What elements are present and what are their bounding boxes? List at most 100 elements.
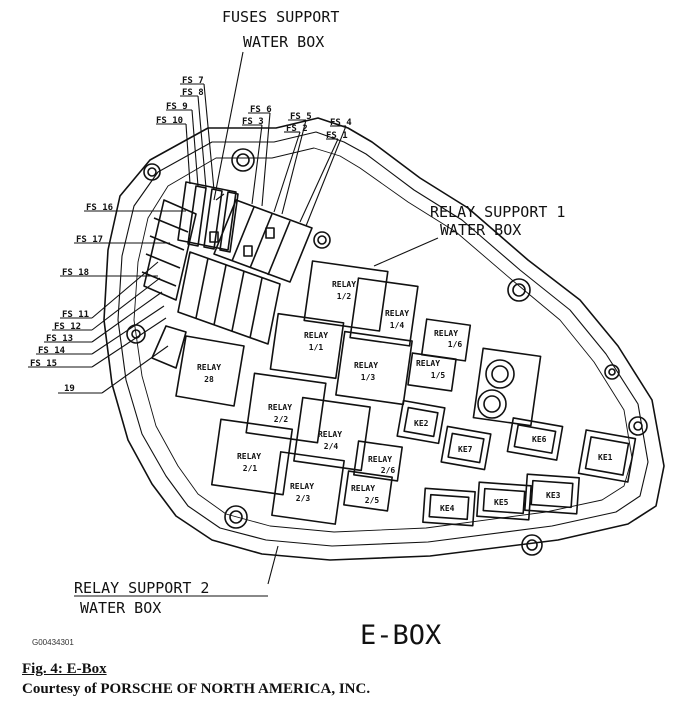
- fuse-label-fs7: FS 7: [182, 76, 204, 86]
- relay-support-1: [270, 261, 470, 404]
- relay-1-3-label: RELAY 1/3: [354, 361, 378, 382]
- mounting-hole-far-right: [629, 417, 647, 435]
- relay-2-1-label: RELAY 2/1: [237, 452, 261, 473]
- svg-text:RELAY: RELAY: [304, 331, 328, 340]
- svg-text:1/6: 1/6: [448, 340, 463, 349]
- svg-text:RELAY: RELAY: [197, 363, 221, 372]
- mounting-hole-bottom-left: [225, 506, 247, 528]
- drawing-code: G00434301: [32, 638, 74, 647]
- fuse-label-fs13: FS 13: [46, 334, 73, 344]
- svg-text:RELAY: RELAY: [354, 361, 378, 370]
- svg-text:RELAY: RELAY: [434, 329, 458, 338]
- fuse-label-fs10: FS 10: [156, 116, 183, 126]
- connector-ke4-body: [423, 488, 475, 525]
- fuse-label-fs12: FS 12: [54, 322, 81, 332]
- fuses-support-label-line1: FUSES SUPPORT: [222, 8, 339, 26]
- connector-ke6-body: [507, 418, 562, 460]
- svg-text:RELAY: RELAY: [351, 484, 375, 493]
- svg-text:RELAY: RELAY: [318, 430, 342, 439]
- relay-1-2-label: RELAY 1/2: [332, 280, 356, 301]
- fuse-label-fs16: FS 16: [86, 203, 113, 213]
- svg-text:1/4: 1/4: [390, 321, 405, 330]
- svg-text:RELAY: RELAY: [268, 403, 292, 412]
- relay-1-4-label: RELAY 1/4: [385, 309, 409, 330]
- fuse-label-fs14: FS 14: [38, 346, 66, 356]
- connector-ke1-label: KE1: [598, 453, 613, 462]
- fuse-label-fs9: FS 9: [166, 102, 188, 112]
- relay-28-label: RELAY 28: [197, 363, 221, 384]
- connector-ke1-body: [579, 430, 636, 482]
- mounting-hole-right: [508, 279, 530, 301]
- relay-support-1-label-line2: WATER BOX: [440, 221, 521, 239]
- item-19-block: [152, 326, 186, 368]
- fuses-support-label-line2: WATER BOX: [243, 33, 324, 51]
- relay-support-2-label-line1: RELAY SUPPORT 2: [74, 579, 209, 597]
- connector-ke2-body: [397, 401, 445, 444]
- connector-ke7-label: KE7: [458, 445, 473, 454]
- fuse-label-fs8: FS 8: [182, 88, 204, 98]
- mounting-hole-right-edge: [605, 365, 619, 379]
- housing-inner-outline: [118, 132, 648, 546]
- connector-ke6-label: KE6: [532, 435, 547, 444]
- figure-caption: Fig. 4: E-Box: [22, 661, 107, 677]
- fuse-label-fs15: FS 15: [30, 359, 57, 369]
- relay-1-6-label: RELAY 1/6: [434, 329, 462, 349]
- courtesy-caption: Courtesy of PORSCHE OF NORTH AMERICA, IN…: [22, 681, 371, 697]
- svg-text:1/5: 1/5: [431, 371, 446, 380]
- svg-text:1/3: 1/3: [361, 373, 376, 382]
- item-19-label: 19: [64, 384, 75, 394]
- diagram-title: E-BOX: [360, 620, 441, 651]
- relay-28-block: [176, 336, 244, 406]
- connector-ke2-label: KE2: [414, 419, 429, 428]
- svg-text:2/2: 2/2: [274, 415, 289, 424]
- svg-text:1/1: 1/1: [309, 343, 324, 352]
- fuse-label-fs4: FS 4: [330, 118, 352, 128]
- svg-text:RELAY: RELAY: [368, 455, 392, 464]
- relay-2-5-label: RELAY 2/5: [351, 484, 379, 505]
- relay-support-2: [212, 373, 402, 524]
- fuses-support: [142, 182, 312, 344]
- leader-lines: [28, 52, 438, 596]
- mounting-hole-bottom-right: [522, 535, 542, 555]
- connector-ke3-body: [525, 474, 579, 514]
- connector-ke7-body: [441, 426, 491, 469]
- svg-text:1/2: 1/2: [337, 292, 352, 301]
- housing-outline: [104, 118, 664, 560]
- round-sockets: [473, 348, 540, 425]
- connector-ke3-label: KE3: [546, 491, 561, 500]
- svg-text:2/6: 2/6: [381, 466, 396, 475]
- mounting-hole-top: [232, 149, 254, 171]
- relay-1-1-label: RELAY 1/1: [304, 331, 328, 352]
- svg-text:RELAY: RELAY: [290, 482, 314, 491]
- fuse-label-fs18: FS 18: [62, 268, 89, 278]
- svg-text:2/4: 2/4: [324, 442, 339, 451]
- connector-ke5-body: [477, 482, 531, 520]
- svg-text:RELAY: RELAY: [385, 309, 409, 318]
- fuse-label-fs3: FS 3: [242, 117, 264, 127]
- fuse-label-fs5: FS 5: [290, 112, 312, 122]
- relay-2-2-label: RELAY 2/2: [268, 403, 292, 424]
- connector-ke5-label: KE5: [494, 498, 509, 507]
- fuse-label-fs11: FS 11: [62, 310, 89, 320]
- relay-1-5-label: RELAY 1/5: [416, 359, 445, 380]
- svg-text:2/3: 2/3: [296, 494, 311, 503]
- relay-2-6-label: RELAY 2/6: [368, 455, 395, 475]
- connector-ke4-label: KE4: [440, 504, 455, 513]
- housing-rim: [134, 148, 632, 532]
- svg-text:RELAY: RELAY: [416, 359, 440, 368]
- relay-2-4-label: RELAY 2/4: [318, 430, 342, 451]
- mounting-hole-center: [314, 232, 330, 248]
- svg-text:28: 28: [204, 375, 214, 384]
- svg-text:2/1: 2/1: [243, 464, 258, 473]
- svg-text:RELAY: RELAY: [237, 452, 261, 461]
- fuse-label-fs1: FS 1: [326, 131, 348, 141]
- fuse-label-fs2: FS 2: [286, 124, 308, 134]
- relay-2-3-label: RELAY 2/3: [290, 482, 314, 503]
- relay-support-2-label-line2: WATER BOX: [80, 599, 161, 617]
- mounting-hole-upper-left: [144, 164, 160, 180]
- relay-support-1-label-line1: RELAY SUPPORT 1: [430, 203, 565, 221]
- fuse-label-fs6: FS 6: [250, 105, 272, 115]
- svg-text:RELAY: RELAY: [332, 280, 356, 289]
- svg-text:2/5: 2/5: [365, 496, 380, 505]
